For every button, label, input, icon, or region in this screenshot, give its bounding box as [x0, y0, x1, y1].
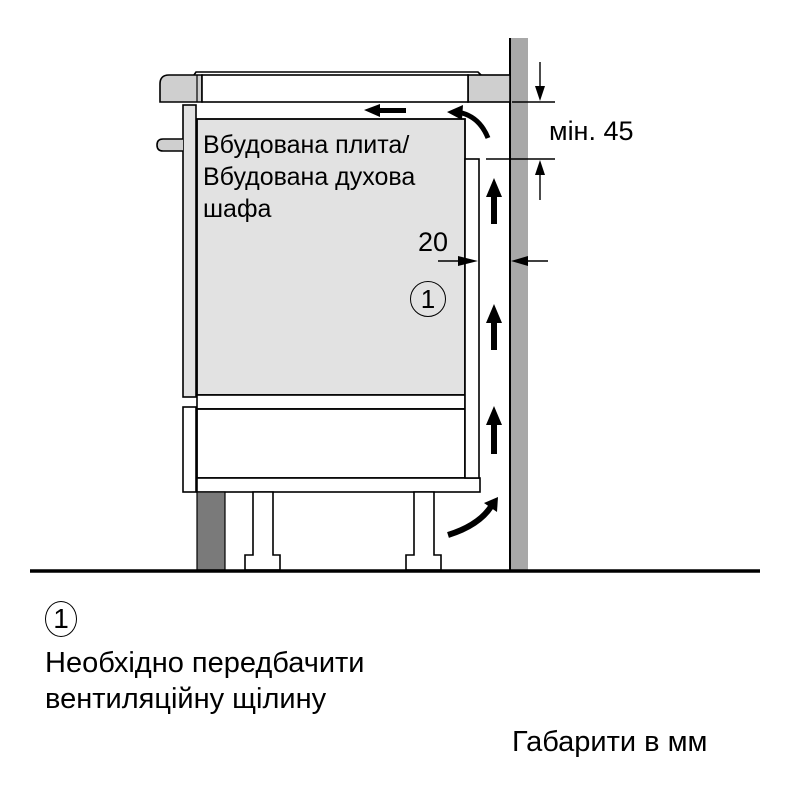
appliance-label: Вбудована плита/ Вбудована духова шафа [203, 129, 415, 225]
legend-marker-1-text: 1 [53, 603, 69, 634]
countertop-right [467, 74, 511, 103]
airflow-arrow-up-upper-icon [486, 178, 502, 224]
leg-right [405, 491, 442, 571]
airflow-curve-top-icon [447, 105, 491, 139]
appliance-label-line-3: шафа [203, 195, 272, 223]
units-note: Габарити в мм [512, 726, 708, 758]
appliance-label-line-2: Вбудована духова [203, 163, 416, 191]
legend-marker-1: 1 [45, 601, 77, 637]
oven-handle [156, 138, 183, 152]
cabinet-side-upper [182, 104, 197, 398]
airflow-curve-bottom-icon [447, 497, 498, 538]
dimension-20-label: 20 [418, 227, 449, 257]
cabinet-side-lower [182, 406, 197, 493]
dim-arrow-down-icon [535, 86, 545, 101]
hob-glass [193, 71, 482, 76]
callout-marker-1: 1 [410, 281, 446, 317]
dim-arrow-up-icon [535, 160, 545, 175]
airflow-arrow-up-lower-icon [486, 406, 502, 454]
legend-description: Необхідно передбачити вентиляційну щілин… [45, 645, 365, 717]
leg-left [244, 491, 281, 571]
legend-description-line-2: вентиляційну щілину [45, 683, 327, 715]
dim20-left-pointing-icon [511, 256, 528, 266]
cabinet-back-panel [464, 158, 480, 479]
dimension-min45-label: мін. 45 [549, 116, 634, 146]
dim20-right-pointing-icon [458, 256, 478, 266]
appliance-label-line-1: Вбудована плита/ [203, 131, 410, 159]
callout-marker-1-text: 1 [420, 283, 436, 314]
hob-body [201, 74, 469, 103]
countertop-left [159, 74, 203, 103]
wall [510, 38, 528, 570]
shelf-upper [196, 394, 466, 410]
airflow-arrow-left-icon [364, 104, 406, 117]
airflow-arrow-up-middle-icon [486, 304, 502, 350]
drawer [196, 408, 466, 479]
legend-description-line-1: Необхідно передбачити [45, 647, 365, 679]
base-board [196, 477, 481, 493]
plinth [196, 491, 226, 571]
